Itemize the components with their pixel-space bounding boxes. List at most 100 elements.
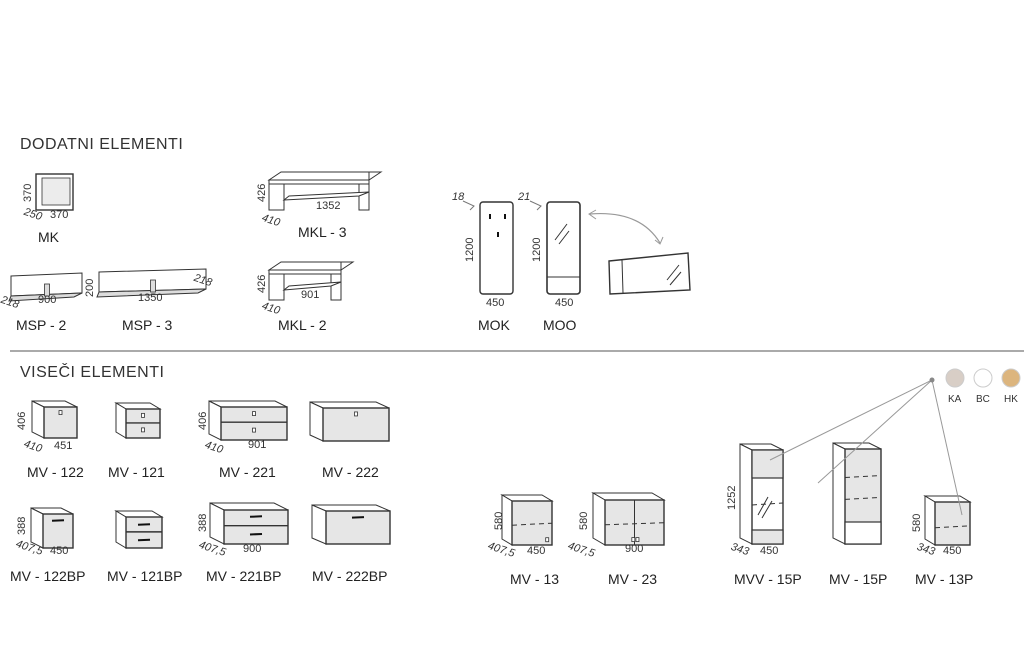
mv13-width: 450 bbox=[527, 545, 546, 557]
mv23-height: 580 bbox=[578, 511, 590, 530]
mv121-label: MV - 121 bbox=[108, 464, 165, 480]
thickness-arrow-icon bbox=[462, 200, 475, 211]
mkl2-right-leg bbox=[330, 273, 342, 301]
mv13p-side bbox=[924, 495, 936, 546]
mv222-side bbox=[309, 401, 324, 442]
mkl2-width: 901 bbox=[301, 289, 320, 301]
mvv15p-label: MVV - 15P bbox=[734, 571, 802, 587]
knob-icon bbox=[635, 537, 640, 542]
mkl3-shelf bbox=[282, 191, 370, 201]
mk-inner bbox=[41, 177, 71, 206]
mok-width: 450 bbox=[486, 297, 505, 309]
msp3-height: 200 bbox=[84, 278, 96, 297]
knob-icon bbox=[141, 427, 145, 433]
msp2-divider bbox=[44, 283, 50, 297]
mv15p-shelf bbox=[844, 496, 882, 500]
moo-mirror-horizontal bbox=[608, 252, 691, 295]
mv13p-shelf bbox=[934, 525, 971, 529]
mv222bp-label: MV - 222BP bbox=[312, 568, 388, 584]
mkl3-width: 1352 bbox=[316, 200, 341, 212]
knob-icon bbox=[252, 427, 256, 433]
handle-icon bbox=[51, 519, 65, 522]
mvv15p-width: 450 bbox=[760, 545, 779, 557]
mv122-label: MV - 122 bbox=[27, 464, 84, 480]
knob-icon bbox=[631, 537, 636, 542]
moo-mirror bbox=[546, 201, 581, 295]
moo-thickness: 21 bbox=[518, 191, 531, 203]
mv15p-open-niche bbox=[844, 521, 882, 545]
mv23-label: MV - 23 bbox=[608, 571, 658, 587]
finish-pointer-line bbox=[931, 379, 963, 516]
mk-height: 370 bbox=[22, 183, 34, 202]
mkl2-label: MKL - 2 bbox=[278, 317, 327, 333]
mv122-height: 406 bbox=[16, 411, 28, 430]
mv13p-front bbox=[934, 501, 971, 546]
mv15p-side bbox=[832, 442, 846, 545]
mvv15p-bottom-door bbox=[751, 529, 784, 545]
mv221-label: MV - 221 bbox=[219, 464, 276, 480]
mv122bp-label: MV - 122BP bbox=[10, 568, 86, 584]
mv23-width: 900 bbox=[625, 543, 644, 555]
mv221bp-label: MV - 221BP bbox=[206, 568, 282, 584]
finish-bc-label: BC bbox=[976, 394, 990, 405]
glass-reflection-icon bbox=[666, 264, 682, 286]
mvv15p-top-door bbox=[751, 449, 784, 479]
moo-label: MOO bbox=[543, 317, 577, 333]
mv122-width: 451 bbox=[54, 440, 73, 452]
msp3-board bbox=[96, 288, 207, 298]
msp3-label: MSP - 3 bbox=[122, 317, 173, 333]
finish-pointer-hub bbox=[929, 377, 935, 383]
handle-icon bbox=[137, 523, 151, 526]
mv13-shelf bbox=[511, 522, 553, 526]
mv15p-label: MV - 15P bbox=[829, 571, 888, 587]
moo-height: 1200 bbox=[531, 237, 543, 262]
mv221-width: 901 bbox=[248, 439, 267, 451]
mv221bp-height: 388 bbox=[197, 513, 209, 532]
msp2-width: 900 bbox=[38, 294, 57, 306]
handle-icon bbox=[351, 516, 365, 519]
mv221-top bbox=[208, 400, 288, 408]
mok-thickness: 18 bbox=[452, 191, 465, 203]
mkl3-height: 426 bbox=[256, 183, 268, 202]
mk-label: MK bbox=[38, 229, 59, 245]
finish-hk-label: HK bbox=[1004, 394, 1018, 405]
mkl3-right-leg bbox=[358, 183, 370, 211]
mkl2-edge bbox=[268, 269, 342, 275]
knob-icon bbox=[141, 412, 145, 418]
mok-label: MOK bbox=[478, 317, 510, 333]
finish-swatch-ka bbox=[945, 368, 965, 388]
mv222bp-side bbox=[311, 504, 327, 545]
msp3-width: 1350 bbox=[138, 292, 163, 304]
section-title-hanging: VISEČI ELEMENTI bbox=[20, 364, 165, 381]
mkl3-top bbox=[267, 171, 383, 181]
finish-pointer-line bbox=[817, 379, 933, 484]
knob-icon bbox=[252, 411, 256, 417]
mv121bp-side bbox=[115, 510, 127, 549]
mvv15p-side bbox=[739, 443, 753, 545]
mok-height: 1200 bbox=[464, 237, 476, 262]
finish-swatch-hk bbox=[1001, 368, 1021, 388]
mvv15p-height: 1252 bbox=[726, 485, 738, 510]
mv122bp-front bbox=[42, 513, 74, 549]
mv221bp-side bbox=[209, 502, 225, 545]
mkl3-edge bbox=[268, 179, 370, 185]
mv121-side bbox=[115, 402, 127, 439]
mkl2-left-leg bbox=[268, 273, 285, 301]
mv221-height: 406 bbox=[197, 411, 209, 430]
mv23-shelf bbox=[604, 522, 665, 526]
knob-icon bbox=[545, 537, 550, 543]
mv13p-height: 580 bbox=[911, 513, 923, 532]
msp2-label: MSP - 2 bbox=[16, 317, 67, 333]
rotate-arrow-icon bbox=[589, 212, 661, 244]
thickness-arrow-icon bbox=[529, 200, 542, 211]
handle-icon bbox=[137, 538, 151, 542]
mkl2-top bbox=[267, 261, 355, 271]
mv13p-width: 450 bbox=[943, 545, 962, 557]
handle-icon bbox=[249, 532, 263, 536]
mv122bp-width: 450 bbox=[50, 545, 69, 557]
moo-width: 450 bbox=[555, 297, 574, 309]
handle-icon bbox=[249, 515, 263, 518]
moo-horizontal-divider bbox=[621, 259, 624, 294]
rotate-arrowheads bbox=[588, 209, 664, 245]
